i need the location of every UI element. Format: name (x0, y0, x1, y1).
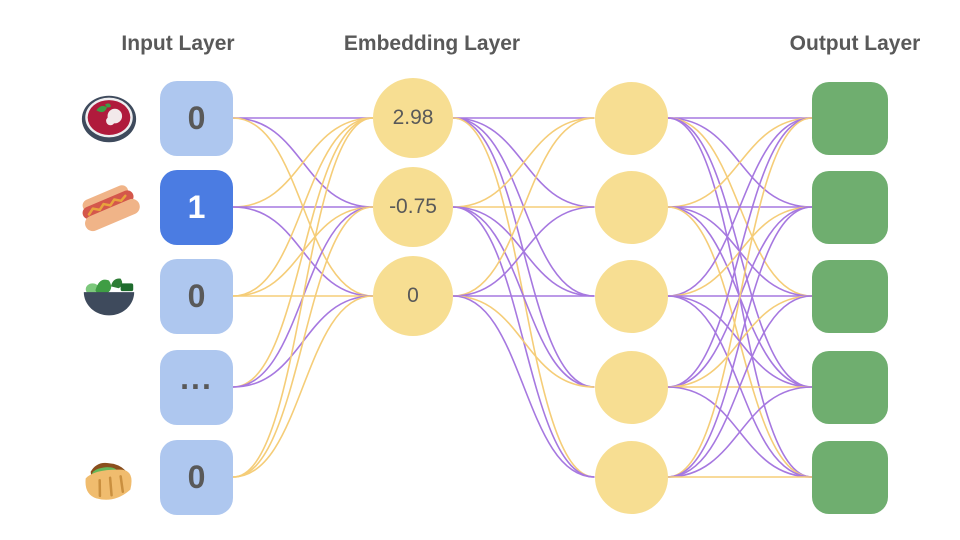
hidden-node-2 (594, 259, 668, 333)
embedding-node-0: 2.98 (373, 78, 453, 158)
hidden-node-1 (594, 170, 668, 244)
hidden-node-4 (594, 440, 668, 514)
input-layer-title: Input Layer (121, 32, 235, 55)
edge-yellow (452, 117, 595, 208)
edge-yellow (232, 117, 374, 478)
output-node-4 (812, 440, 888, 514)
embedding-layer-title: Embedding Layer (343, 32, 521, 55)
input-node-1: 1 (160, 169, 233, 245)
edge-purple (667, 117, 813, 297)
edge-purple (452, 206, 595, 297)
borscht-soup-icon (78, 87, 140, 149)
input-node-value: 0 (187, 99, 206, 136)
edge-yellow (667, 117, 813, 478)
output-node-3 (812, 350, 888, 424)
hidden-node-3 (594, 350, 668, 424)
edge-yellow (232, 295, 374, 478)
output-node-1 (812, 170, 888, 244)
edge-purple (667, 386, 813, 478)
edge-purple (667, 117, 813, 388)
edge-yellow (452, 117, 595, 297)
salad-icon (78, 265, 140, 327)
embedding-node-value: 0 (407, 284, 419, 307)
embedding-node-1: -0.75 (373, 167, 453, 247)
input-node-3: ... (160, 349, 233, 425)
edge-yellow (232, 117, 374, 388)
input-node-0: 0 (160, 80, 233, 156)
pita-icon (78, 446, 140, 508)
edge-purple (452, 206, 595, 388)
embedding-node-value: 2.98 (392, 106, 434, 129)
embedding-node-value: -0.75 (389, 195, 437, 218)
output-layer-title: Output Layer (789, 32, 921, 55)
edge-yellow (452, 295, 595, 388)
edge-yellow (667, 117, 813, 208)
embedding-node-2: 0 (373, 256, 453, 336)
input-node-value: 0 (187, 458, 206, 495)
edge-purple (667, 295, 813, 478)
edge-purple (667, 206, 813, 478)
hot-dog-icon (78, 176, 140, 238)
input-node-value: ... (180, 359, 213, 396)
input-node-value: 0 (187, 277, 206, 314)
input-node-value: 1 (187, 188, 206, 225)
edge-yellow (232, 117, 374, 208)
output-node-0 (812, 81, 888, 155)
input-node-4: 0 (160, 439, 233, 515)
edge-purple (452, 295, 595, 478)
edge-yellow (232, 117, 374, 297)
input-node-2: 0 (160, 258, 233, 334)
hidden-node-0 (594, 81, 668, 155)
edge-yellow (232, 206, 374, 478)
output-node-2 (812, 259, 888, 333)
